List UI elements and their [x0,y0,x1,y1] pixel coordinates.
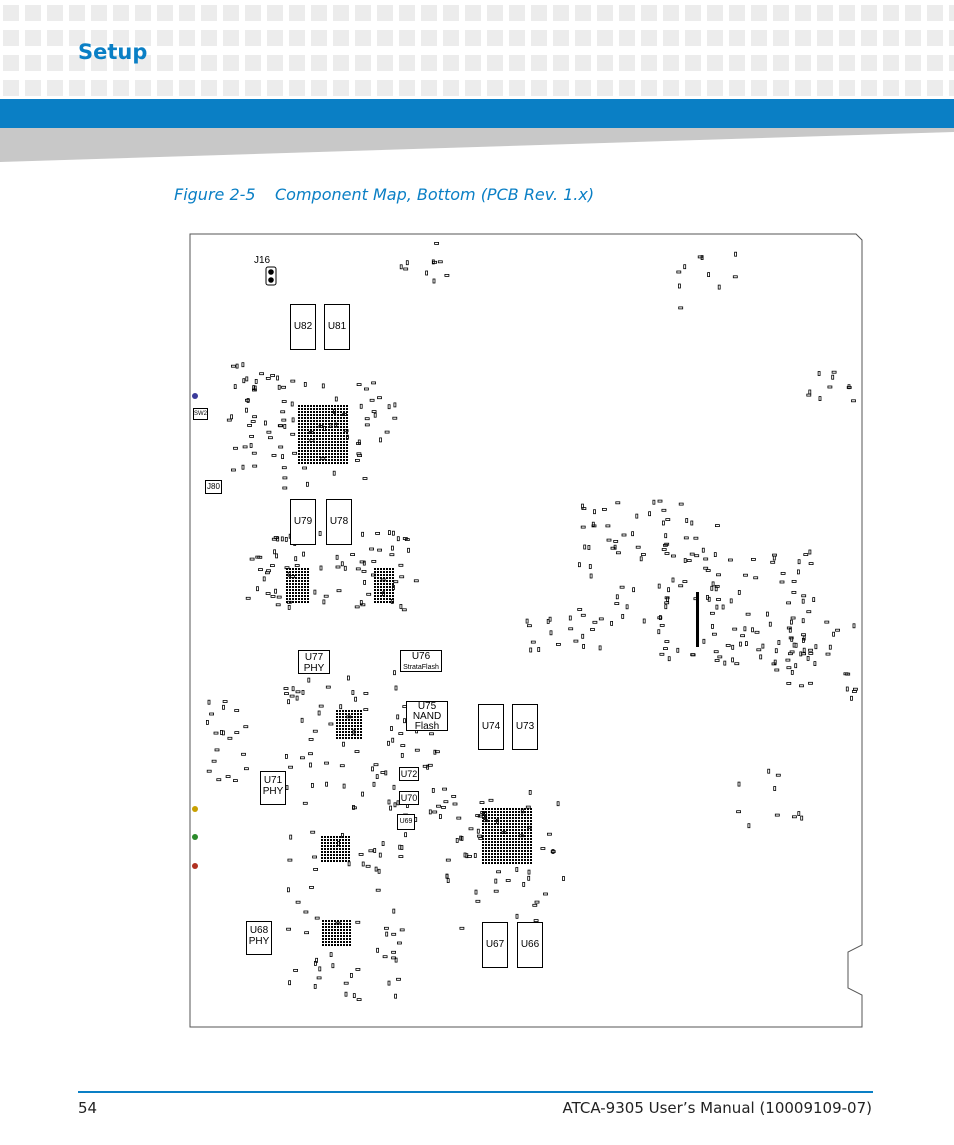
pcb-drawing [189,233,863,1028]
component-SW2: SW2 [193,408,208,420]
component-U68-label: U68 [249,925,269,936]
component-U78: U78 [326,499,352,545]
component-U73: U73 [512,704,538,750]
footer-rule [78,1091,873,1093]
section-title: Setup [78,40,148,64]
pcb-component-map: J16 SW2 J80 U82 U81 U79 U78 U77 PHY U76 … [186,230,866,1030]
figure-caption: Component Map, Bottom (PCB Rev. 1.x) [275,185,595,204]
component-U67: U67 [482,922,508,968]
component-U76-label: U76 [411,651,431,662]
component-J16: J16 [254,255,271,266]
component-U79: U79 [290,499,316,545]
component-U77-label: U77 [304,652,324,663]
component-U70: U70 [399,791,419,805]
header-dot-pattern [3,5,954,96]
component-U69: U69 [397,814,415,830]
component-U74: U74 [478,704,504,750]
component-U68-sublabel: PHY [248,936,270,947]
component-U71-label: U71 [263,775,283,786]
component-U77-sublabel: PHY [303,663,325,674]
component-U75-sublabel-2: Flash [414,721,440,732]
document-title: ATCA-9305 User’s Manual (10009109-07) [562,1099,872,1117]
figure-number: Figure 2-5 [174,185,256,204]
component-U72: U72 [399,767,419,781]
component-U76: U76 StrataFlash [400,650,442,672]
component-U77: U77 PHY [298,650,330,674]
component-U66: U66 [517,922,543,968]
component-U76-sublabel: StrataFlash [403,664,439,671]
header-blue-bar [0,99,954,128]
component-U81: U81 [324,304,350,350]
component-U75-label: U75 [417,701,437,712]
component-U82: U82 [290,304,316,350]
component-U68: U68 PHY [246,921,272,955]
header-grey-wedge [0,128,954,162]
component-U75-sublabel-1: NAND [412,711,442,722]
component-U75: U75 NAND Flash [406,701,448,732]
component-J80: J80 [205,480,222,494]
page-number: 54 [78,1099,98,1117]
component-U71: U71 PHY [260,771,286,805]
component-U71-sublabel: PHY [262,786,284,797]
